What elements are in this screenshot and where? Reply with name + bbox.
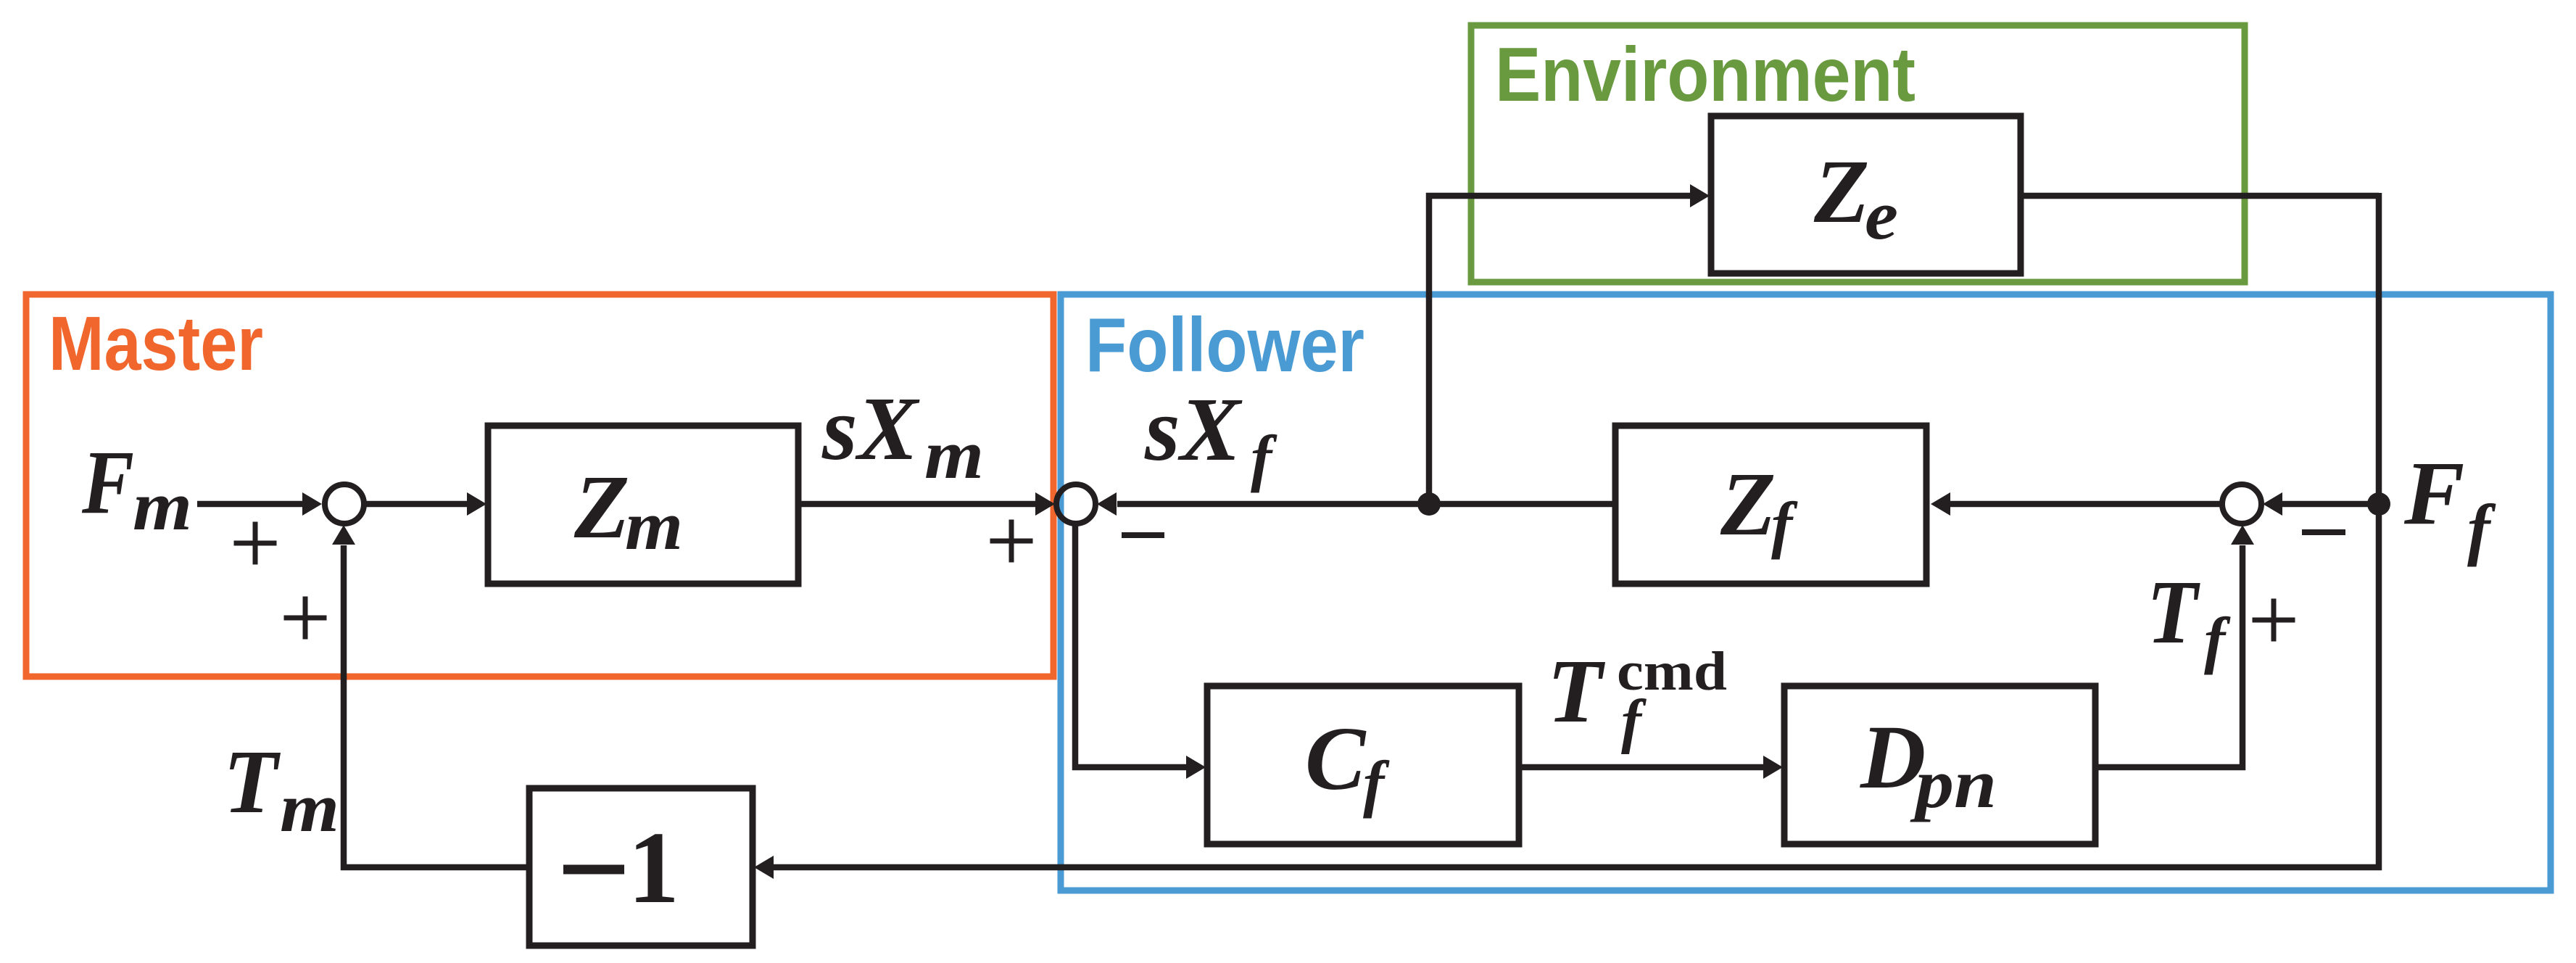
svg-text:T: T xyxy=(223,732,281,832)
svg-text:F: F xyxy=(81,433,134,533)
svg-text:m: m xyxy=(625,487,683,564)
svg-text:sX: sX xyxy=(821,379,920,479)
svg-text:D: D xyxy=(1860,708,1926,808)
svg-text:m: m xyxy=(280,769,339,846)
svg-text:1: 1 xyxy=(628,810,679,925)
svg-text:pn: pn xyxy=(1910,745,1997,822)
svg-text:Follower: Follower xyxy=(1085,302,1364,388)
svg-text:T: T xyxy=(1547,642,1606,742)
svg-text:T: T xyxy=(2147,563,2200,663)
svg-text:m: m xyxy=(924,416,984,493)
svg-text:m: m xyxy=(133,467,192,545)
svg-text:cmd: cmd xyxy=(1617,641,1727,702)
svg-text:C: C xyxy=(1305,709,1367,809)
svg-text:Z: Z xyxy=(1720,455,1776,555)
svg-text:Master: Master xyxy=(49,301,263,387)
svg-text:sX: sX xyxy=(1144,380,1243,480)
svg-text:Z: Z xyxy=(573,458,629,558)
svg-text:F: F xyxy=(2403,444,2464,544)
svg-text:Environment: Environment xyxy=(1495,32,1916,117)
svg-text:Z: Z xyxy=(1813,142,1869,242)
svg-text:e: e xyxy=(1865,176,1898,254)
